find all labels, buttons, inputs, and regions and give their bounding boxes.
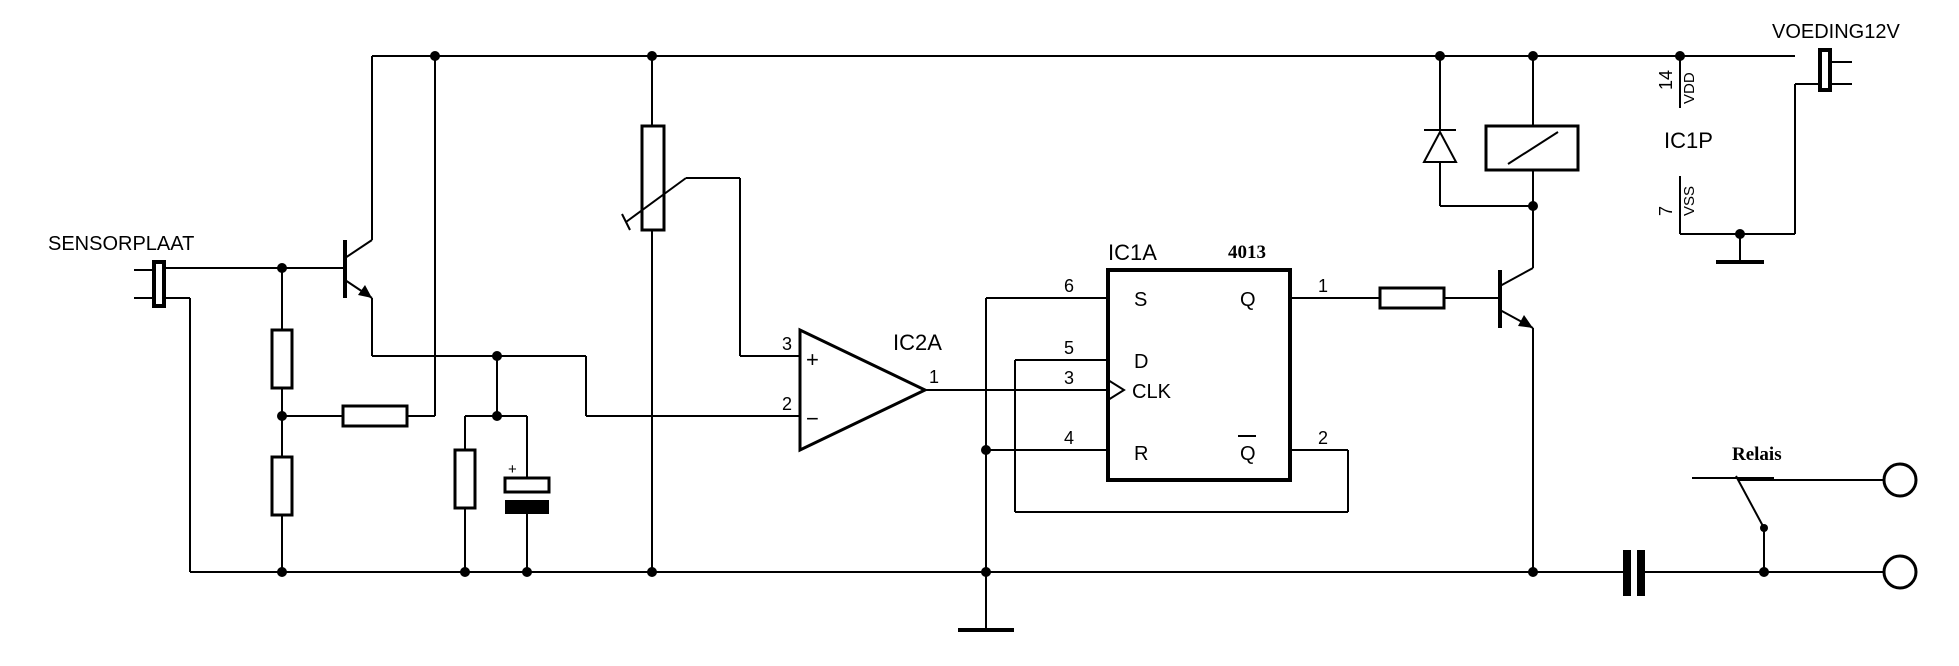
supply-connector: [1818, 48, 1852, 92]
flipflop-input-r: R: [1134, 443, 1148, 465]
output-terminal-top: [1882, 462, 1918, 498]
vdd-pin-number: 14: [1656, 70, 1676, 90]
driver-transistor: [1498, 206, 1534, 572]
flipflop-input-clk: CLK: [1132, 381, 1172, 403]
comparator-pin-minus: 2: [782, 394, 792, 414]
flipflop-input-s: S: [1134, 289, 1147, 311]
capacitor-plus-sign: +: [508, 461, 517, 478]
vdd-pin-name: VDD: [1681, 72, 1698, 104]
flyback-diode: [1422, 56, 1533, 207]
vss-pin-name: VSS: [1681, 186, 1698, 216]
series-capacitor: [1623, 550, 1645, 596]
flipflop-pin-r: 4: [1064, 428, 1074, 448]
flipflop-output-q: Q: [1240, 289, 1256, 311]
flipflop-label: IC1A: [1108, 240, 1157, 265]
comparator-plus-sign: +: [806, 347, 819, 372]
vss-pin-number: 7: [1656, 206, 1676, 216]
flipflop-pin-s: 6: [1064, 276, 1074, 296]
output-resistor: [1378, 286, 1500, 310]
supply-label: VOEDING12V: [1772, 21, 1900, 43]
relay-label: Relais: [1732, 444, 1782, 465]
relay-coil: [1484, 56, 1580, 206]
power-unit-label: IC1P: [1664, 128, 1713, 153]
base-divider: [270, 56, 436, 572]
emitter-rc-network: [453, 356, 800, 572]
potentiometer: [621, 56, 800, 572]
flipflop-pin-qbar: 2: [1318, 428, 1328, 448]
comparator-minus-sign: −: [806, 406, 819, 431]
ground-symbol: [958, 572, 1014, 632]
comparator-label: IC2A: [893, 330, 942, 355]
flipflop-output-qbar: Q: [1240, 443, 1256, 465]
comparator-pin-plus: 3: [782, 334, 792, 354]
flipflop-pin-d: 5: [1064, 338, 1074, 358]
sensor-plate-connector: [134, 260, 345, 572]
comparator-ic2a: [798, 327, 1110, 453]
output-terminal-bottom: [1882, 554, 1918, 590]
chip-number: 4013: [1228, 242, 1266, 263]
flipflop-ic1a: [985, 268, 1380, 572]
input-transistor: [343, 56, 586, 357]
flipflop-pin-clk: 3: [1064, 368, 1074, 388]
comparator-pin-out: 1: [929, 367, 939, 387]
power-unit-ic1p: [1679, 55, 1820, 264]
junction-dots: [277, 51, 1769, 577]
sensor-plate-label: SENSORPLAAT: [48, 233, 194, 255]
flipflop-pin-q: 1: [1318, 276, 1328, 296]
flipflop-input-d: D: [1134, 351, 1148, 373]
relay-contact: [1692, 475, 1884, 572]
